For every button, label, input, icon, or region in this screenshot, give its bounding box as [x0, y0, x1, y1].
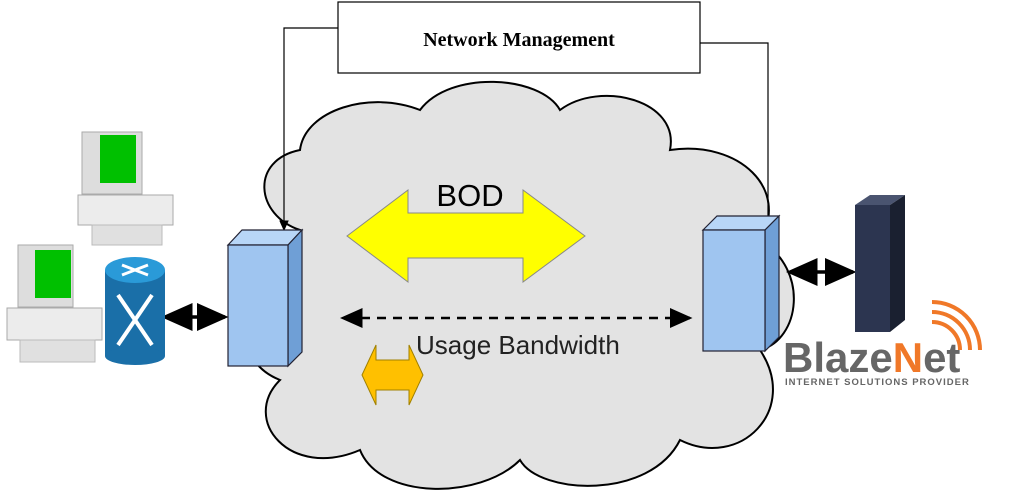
computer-icon [6, 244, 103, 363]
right-edge-device [701, 214, 781, 353]
router-icon [105, 257, 165, 365]
usage-bandwidth-label: Usage Bandwidth [416, 330, 620, 360]
usage-arrow [361, 344, 424, 406]
blazenet-logo: BlazeNet INTERNET SOLUTIONS PROVIDER [783, 300, 982, 388]
bod-label: BOD [436, 178, 503, 213]
left-edge-device [226, 228, 304, 368]
management-line-left [279, 27, 338, 232]
management-line-right [700, 42, 773, 248]
logo-tagline: INTERNET SOLUTIONS PROVIDER [785, 377, 970, 388]
bod-arrow [346, 188, 586, 284]
network-management-label: Network Management [423, 29, 615, 51]
computer-icon [77, 131, 174, 246]
network-management-box [337, 1, 701, 74]
server-icon [855, 195, 905, 332]
logo-text: BlazeNet [783, 334, 960, 381]
